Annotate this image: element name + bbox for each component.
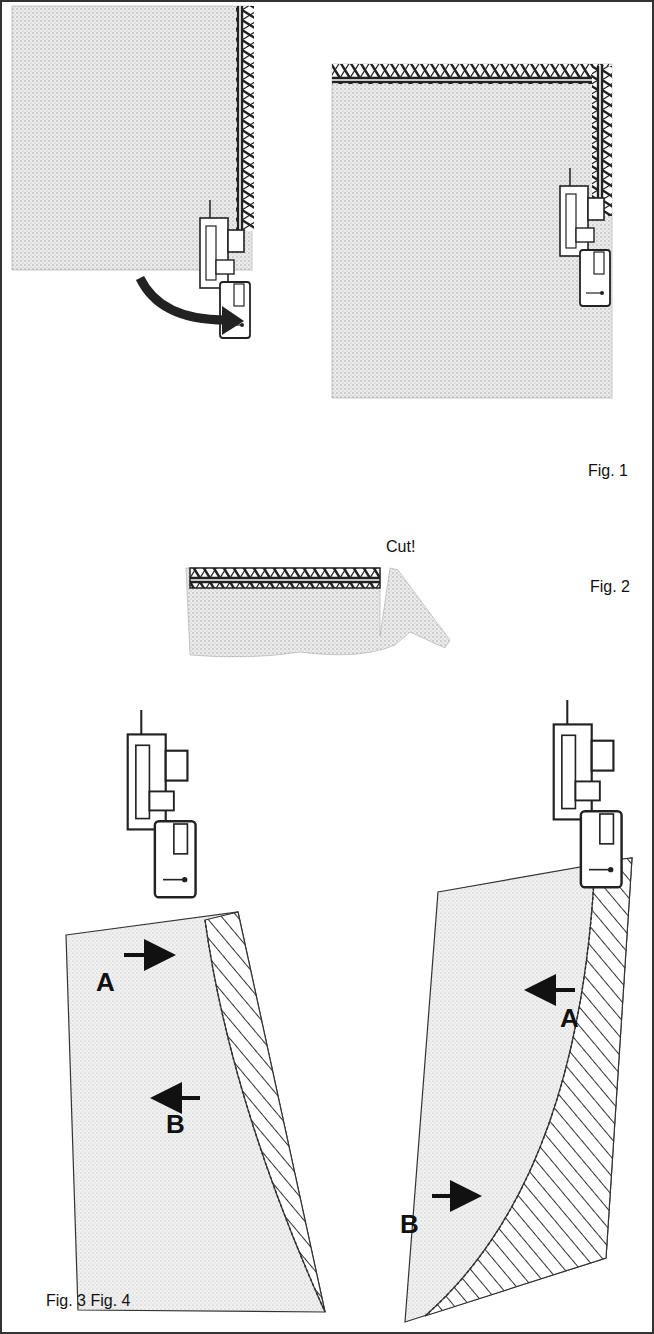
direction-letter: A <box>96 968 115 997</box>
cut-note: Cut! <box>386 538 415 556</box>
direction-letter: B <box>400 1210 419 1239</box>
direction-letter: B <box>166 1110 185 1139</box>
figure-label: Fig. 2 <box>590 578 630 596</box>
figure-label: Fig. 3 Fig. 4 <box>46 1292 130 1310</box>
direction-letter: A <box>560 1004 579 1033</box>
figure-label: Fig. 1 <box>588 462 628 480</box>
